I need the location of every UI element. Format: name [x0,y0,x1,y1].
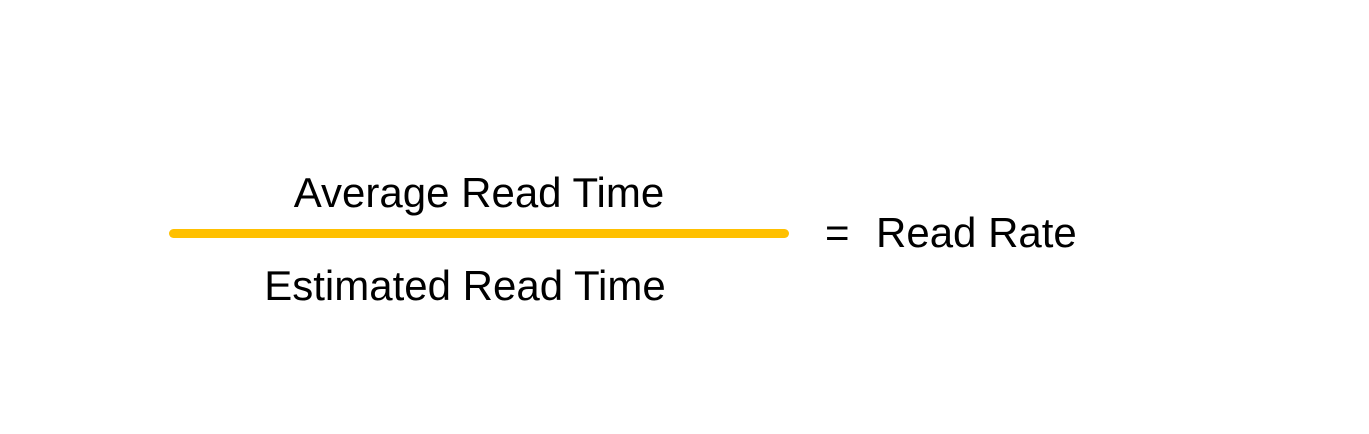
fraction-bar [169,229,789,238]
equals-sign: = [825,209,850,256]
fraction: Average Read Time Estimated Read Time [169,160,789,320]
numerator-average-read-time: Average Read Time [293,169,665,216]
formula-result: = Read Rate [825,208,1077,258]
denominator-estimated-read-time: Estimated Read Time [264,262,666,309]
result-read-rate: Read Rate [876,209,1077,256]
